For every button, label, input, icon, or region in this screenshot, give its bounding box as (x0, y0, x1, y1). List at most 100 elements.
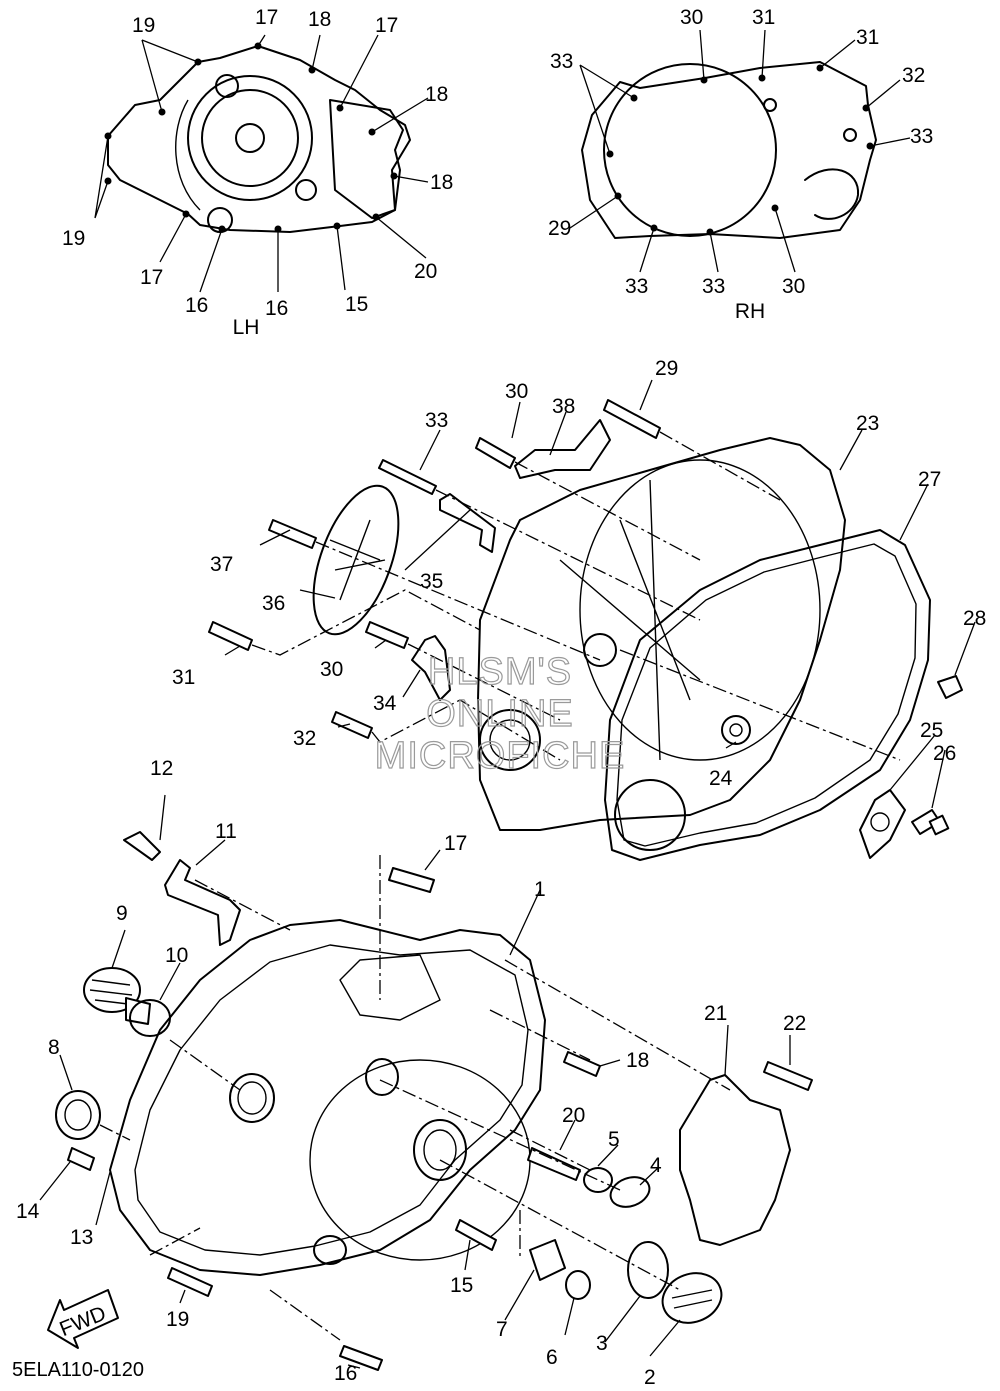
middle-assembly (208, 399, 963, 861)
callout-label: 18 (308, 8, 331, 31)
cover-port-lower (313, 1235, 347, 1265)
callout-label: 13 (70, 1226, 93, 1249)
crankcase-housing (477, 437, 846, 831)
bushing-7 (529, 1239, 566, 1281)
rh-gasket-ring (603, 63, 777, 237)
callout-labels: 19 17 18 17 18 18 19 17 16 16 15 20 33 3… (16, 6, 986, 1389)
callout-label: 10 (165, 944, 188, 967)
callout-label: 18 (430, 171, 453, 194)
bolt-29 (603, 399, 661, 439)
bolt-37 (268, 519, 317, 549)
dowel-pin-28 (937, 675, 963, 699)
lh-gasket-edge (175, 99, 201, 211)
cover-filler-hole (229, 1073, 275, 1123)
callout-label: 15 (345, 293, 368, 316)
callout-label: 20 (414, 260, 437, 283)
callout-label: 32 (902, 64, 925, 87)
cover-boss (339, 954, 441, 1021)
leader-lines (39, 29, 976, 1369)
bolt-19 (167, 1267, 213, 1297)
callout-label: 36 (262, 592, 285, 615)
callout-label: 19 (132, 14, 155, 37)
bolt-22 (763, 1061, 813, 1091)
callout-label: 16 (185, 294, 208, 317)
callout-label: 19 (166, 1308, 189, 1331)
watermark-line-1: HLSM'S (428, 651, 572, 693)
o-ring-3 (627, 1241, 669, 1299)
rh-gasket-hole (843, 128, 857, 142)
callout-label: 1 (534, 878, 546, 901)
gasket-hole (614, 779, 686, 851)
bolt-17 (388, 867, 435, 893)
callout-label: 7 (496, 1318, 508, 1341)
watermark-line-3: MICROFICHE (375, 735, 626, 777)
bracket-11 (164, 859, 241, 946)
callout-label: 14 (16, 1200, 40, 1223)
callout-label: 27 (918, 468, 941, 491)
lh-gasket-ring (187, 75, 313, 201)
callout-label: 11 (215, 820, 237, 843)
callout-label: 33 (910, 125, 933, 148)
callout-label: 5 (608, 1128, 620, 1151)
lh-gasket-hole (235, 123, 265, 153)
bolt-12 (123, 831, 161, 861)
lh-view-label: LH (233, 316, 260, 339)
callout-label: 23 (856, 412, 879, 435)
oil-seal-24 (721, 715, 751, 745)
lh-gasket-ring-inner (201, 89, 299, 187)
callout-label: 18 (425, 83, 448, 106)
cover-flange (134, 944, 529, 1256)
bottom-assembly (47, 831, 813, 1371)
plug-8 (55, 1090, 101, 1140)
bolt-31 (208, 621, 253, 651)
gasket-inner (616, 543, 917, 847)
callout-label: 17 (444, 832, 467, 855)
callout-label: 33 (425, 409, 448, 432)
callout-label: 20 (562, 1104, 585, 1127)
bolt-30a (475, 437, 516, 469)
callout-label: 33 (550, 50, 573, 73)
diagram-code: 5ELA110-0120 (12, 1359, 144, 1381)
callout-label: 24 (709, 767, 733, 790)
o-ring-5 (583, 1167, 613, 1193)
housing-port-inner (489, 719, 531, 761)
callout-label: 31 (172, 666, 195, 689)
o-ring-10 (129, 999, 171, 1037)
callout-label: 25 (920, 719, 943, 742)
callout-label: 31 (752, 6, 775, 29)
fwd-label: FWD (56, 1302, 109, 1341)
callout-label: 35 (420, 570, 443, 593)
callout-label: 9 (116, 902, 128, 925)
lh-gasket-hole (207, 207, 233, 233)
callout-label: 16 (334, 1362, 357, 1385)
callout-label: 22 (783, 1012, 806, 1035)
crankcase-cover-1 (109, 919, 546, 1276)
callout-label: 2 (644, 1366, 656, 1389)
callout-label: 17 (255, 6, 278, 29)
housing-ribs (559, 479, 701, 761)
callout-label: 33 (625, 275, 648, 298)
callout-label: 30 (782, 275, 805, 298)
lh-gasket-hole (215, 74, 239, 98)
callout-label: 26 (933, 742, 956, 765)
reference-dots (104, 42, 874, 236)
callout-label: 30 (505, 380, 528, 403)
crankcase-gasket-27 (604, 529, 931, 861)
callout-label: 32 (293, 727, 316, 750)
cover-port (365, 1058, 399, 1096)
plug-2 (661, 1272, 723, 1324)
side-cover-21 (679, 1074, 791, 1246)
callout-label: 30 (680, 6, 703, 29)
housing-bore (579, 459, 821, 761)
callout-label: 28 (963, 607, 986, 630)
lh-gasket-outline (107, 45, 411, 233)
clip-38 (514, 419, 611, 479)
collar-6 (565, 1270, 591, 1300)
rh-gasket-hole (763, 98, 777, 112)
fwd-arrow (47, 1289, 119, 1349)
callout-label: 8 (48, 1036, 60, 1059)
rh-gasket-lobe (804, 168, 860, 220)
housing-port (583, 633, 617, 667)
